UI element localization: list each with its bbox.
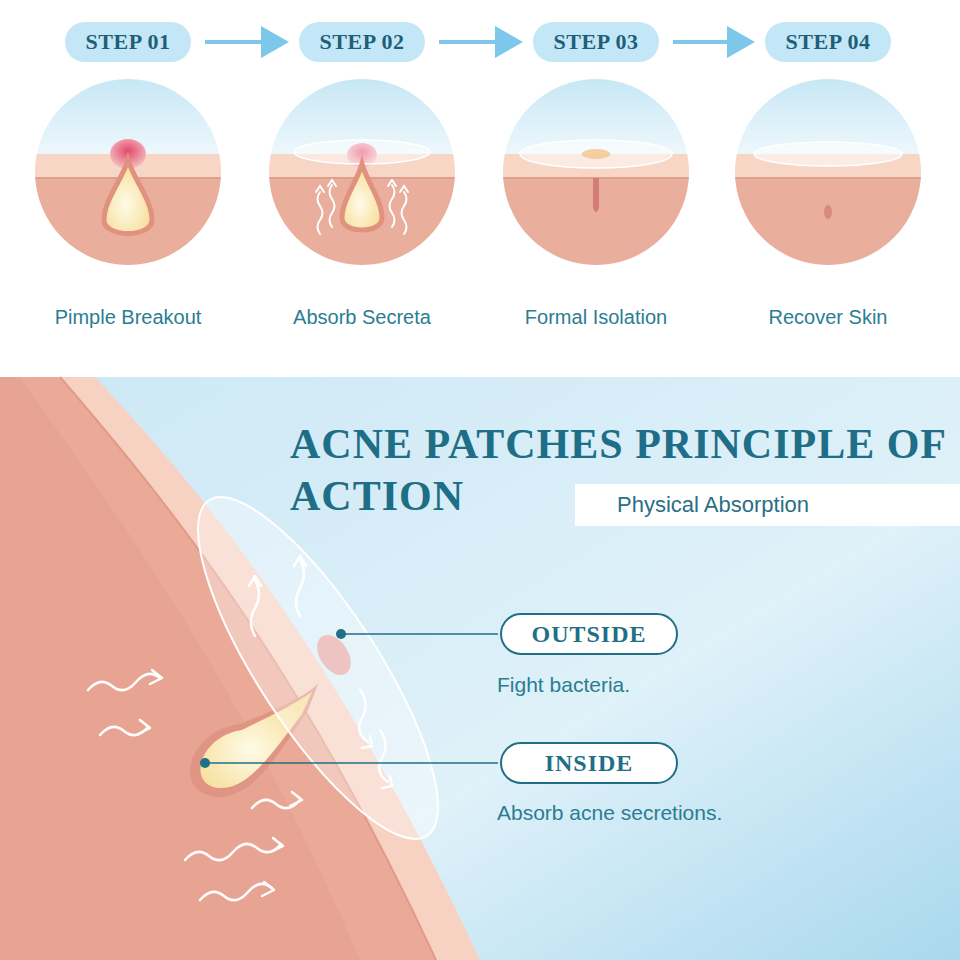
illustration-part — [316, 180, 408, 234]
illustration-part — [520, 140, 672, 168]
node-text: STEP 01 — [86, 29, 171, 55]
illustration-part — [390, 185, 395, 227]
step-pill: STEP 03 — [533, 22, 659, 62]
flow-arrow — [439, 40, 519, 44]
flow-arrow — [205, 40, 285, 44]
callout-pill: INSIDE — [500, 742, 678, 784]
illustration-part — [330, 185, 335, 227]
node-text: STEP 03 — [554, 29, 639, 55]
illustration-part — [382, 776, 392, 788]
illustration-part — [593, 178, 599, 212]
step-circle — [35, 79, 221, 265]
illustration-part — [271, 838, 283, 852]
illustration-part — [402, 192, 407, 234]
illustration-part — [824, 205, 832, 219]
illustration-part — [503, 79, 689, 265]
illustration-part — [269, 79, 455, 265]
callout-pill: OUTSIDE — [500, 613, 678, 655]
step-caption: Pimple Breakout — [55, 306, 202, 329]
pimple — [310, 629, 357, 681]
acne-patch — [159, 468, 477, 869]
illustration-part — [341, 633, 498, 635]
illustration-part — [150, 670, 162, 684]
illustration-part — [318, 192, 323, 234]
illustration-part — [754, 142, 902, 166]
leader-line — [200, 629, 498, 768]
subtitle-box: Physical Absorption — [575, 484, 960, 526]
illustration-part — [200, 758, 210, 768]
illustration-part — [249, 576, 261, 586]
step-circle — [735, 79, 921, 265]
illustration-part — [262, 882, 274, 896]
illustration-part — [35, 79, 221, 265]
illustration-part — [200, 884, 272, 900]
illustration-part — [104, 160, 152, 234]
panel-ground — [0, 377, 960, 960]
node-text: INSIDE — [545, 750, 634, 777]
node-text: OUTSIDE — [531, 621, 646, 648]
illustration-part — [379, 730, 388, 782]
illustration-part — [362, 736, 372, 748]
illustration-part — [294, 556, 306, 566]
illustration-part — [342, 164, 382, 230]
step-pill: STEP 01 — [65, 22, 191, 62]
step-circle — [269, 79, 455, 265]
step-pill: STEP 02 — [299, 22, 425, 62]
illustration-part — [582, 149, 610, 159]
illustration-part — [735, 79, 921, 265]
illustration-part — [185, 844, 281, 860]
illustration-part — [138, 720, 150, 734]
step-caption: Recover Skin — [769, 306, 888, 329]
step-circle — [503, 79, 689, 265]
illustration-part — [359, 690, 368, 742]
diagram-title: ACNE PATCHES PRINCIPLE OF ACTION — [290, 418, 950, 522]
illustration-part — [503, 79, 689, 265]
illustration-part — [336, 629, 346, 639]
flow-arrows — [88, 556, 392, 900]
node-text: STEP 02 — [320, 29, 405, 55]
illustration-part — [316, 180, 408, 192]
callout-description: Absorb acne secretions. — [497, 801, 722, 825]
callout-description: Fight bacteria. — [497, 673, 630, 697]
step-pill: STEP 04 — [765, 22, 891, 62]
step-caption: Absorb Secreta — [293, 306, 431, 329]
illustration-part — [251, 580, 259, 636]
illustration-part — [735, 79, 921, 265]
illustration-part — [88, 674, 160, 690]
illustration-part — [290, 792, 302, 806]
illustration-part — [269, 79, 455, 265]
node-text: Physical Absorption — [617, 492, 809, 518]
step-caption: Formal Isolation — [525, 306, 667, 329]
flow-arrow — [673, 40, 751, 44]
node-text: STEP 04 — [786, 29, 871, 55]
illustration-part — [35, 79, 221, 265]
illustration-part — [296, 560, 304, 616]
illustration-part — [205, 762, 498, 764]
